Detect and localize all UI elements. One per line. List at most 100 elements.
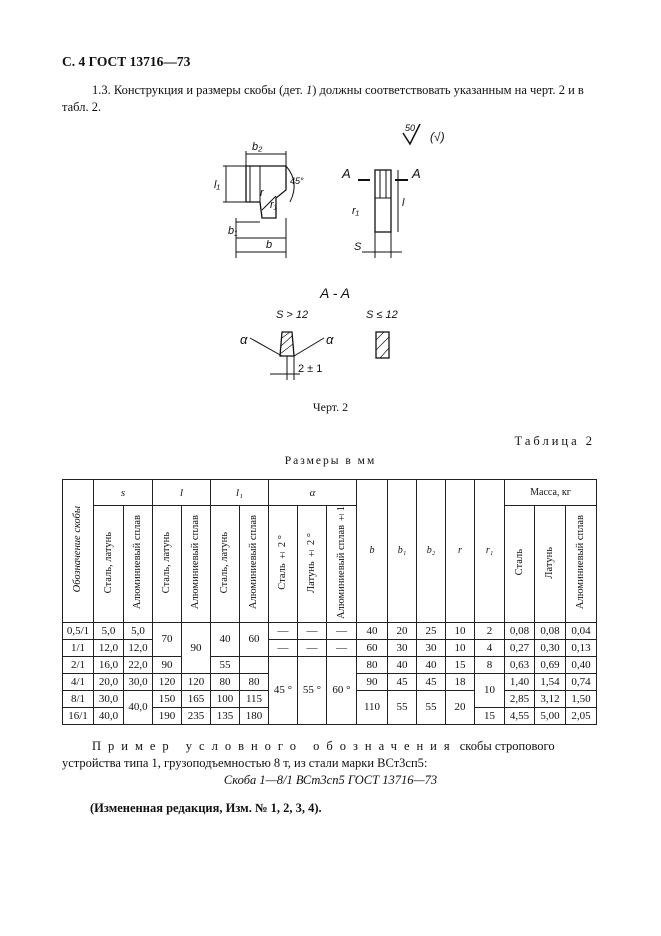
- roughness-mark: [402, 123, 421, 146]
- table-cell: 1/1: [62, 638, 94, 657]
- amendment-note: (Измененная редакция, Изм. № 1, 2, 3, 4)…: [90, 801, 322, 815]
- header-l: l: [152, 479, 211, 506]
- table-cell: 15: [445, 655, 475, 674]
- table-cell: 150: [152, 689, 182, 708]
- header-b1: b₁: [387, 479, 417, 623]
- table-cell: 60: [356, 638, 388, 657]
- table-cell: 55: [416, 689, 446, 725]
- label-s-gt-12: S > 12: [276, 309, 308, 321]
- example-text: скобы стропового устройства типа 1, груз…: [62, 739, 555, 770]
- label-S: S: [354, 241, 362, 253]
- header-alpha: α: [268, 479, 357, 506]
- table-cell: 30,0: [93, 689, 124, 708]
- table-cell: 45 °: [268, 655, 298, 725]
- table-cell: 25: [416, 621, 446, 640]
- table-cell: 16/1: [62, 706, 94, 725]
- front-view: b₂ l₁ 45° r r₁ b₁ b: [214, 141, 304, 258]
- table-cell: 2: [474, 621, 505, 640]
- label-A-left: A: [341, 166, 351, 181]
- table-cell: —: [268, 638, 298, 657]
- table-cell: 20: [445, 689, 475, 725]
- table-cell: 0,27: [504, 638, 535, 657]
- sub-s-steel-brass: Сталь, латунь: [93, 505, 124, 623]
- section-title: A - A: [319, 285, 350, 301]
- example-paragraph: Пример условного обозначения скобы строп…: [62, 738, 607, 772]
- table-cell: 80: [210, 672, 240, 691]
- section-right: [375, 331, 390, 359]
- dimensions-table: Обозначение скобы s l l₁ α b b₁ b₂ r r₁ …: [62, 479, 597, 725]
- table-cell: 0,08: [534, 621, 566, 640]
- table-title: Размеры в мм: [284, 455, 377, 467]
- label-l1: l₁: [214, 179, 220, 191]
- table-cell: 135: [210, 706, 240, 725]
- table-cell: 4: [474, 638, 505, 657]
- sub-mass-alu: Алюминиевый сплав: [565, 505, 597, 623]
- side-view: A A r₁ l S: [341, 166, 421, 258]
- table-cell: 5,0: [123, 621, 153, 640]
- table-cell: 30: [416, 638, 446, 657]
- sub-mass-brass: Латунь: [534, 505, 566, 623]
- table-cell: 2,85: [504, 689, 535, 708]
- label-l: l: [402, 197, 405, 209]
- table-cell: 0,04: [565, 621, 597, 640]
- label-alpha-left: α: [240, 332, 248, 347]
- sub-alpha-alu: Алюминиевый сплав ±1: [326, 505, 357, 623]
- label-b: b: [266, 239, 272, 251]
- table-cell: 80: [239, 672, 269, 691]
- table-cell: 80: [356, 655, 388, 674]
- header-mass: Масса, кг: [504, 479, 597, 506]
- intro-part-number: 1: [305, 83, 313, 97]
- table-cell: 10: [474, 672, 505, 708]
- sub-l-steel-brass: Сталь, латунь: [152, 505, 182, 623]
- table-cell: 40: [210, 621, 240, 657]
- label-tolerance: 2 ± 1: [298, 363, 322, 375]
- roughness-paren: (√): [430, 130, 445, 144]
- table-cell: 20,0: [93, 672, 124, 691]
- table-cell: 5,00: [534, 706, 566, 725]
- header-l1: l₁: [210, 479, 269, 506]
- header-r1: r₁: [474, 479, 505, 623]
- table-cell: 70: [152, 621, 182, 657]
- table-cell: 0,69: [534, 655, 566, 674]
- table-cell: 10: [445, 638, 475, 657]
- section-left: α α 2 ± 1: [240, 331, 334, 380]
- sub-l1-steel-brass: Сталь, латунь: [210, 505, 240, 623]
- header-b: b: [356, 479, 388, 623]
- table-cell: 0,30: [534, 638, 566, 657]
- table-cell: 40,0: [93, 706, 124, 725]
- header-designation: Обозначение скобы: [62, 479, 94, 623]
- table-cell: —: [268, 621, 298, 640]
- label-s-le-12: S ≤ 12: [366, 309, 398, 321]
- sub-alpha-brass: Латунь ± 2 °: [297, 505, 327, 623]
- figure-caption: Черт. 2: [312, 400, 349, 414]
- table-cell: —: [326, 638, 357, 657]
- label-r: r: [260, 187, 265, 199]
- table-cell: 110: [356, 689, 388, 725]
- label-A-right: A: [411, 166, 421, 181]
- table-cell: 40: [356, 621, 388, 640]
- intro-paragraph: 1.3. Конструкция и размеры скобы (дет. 1…: [62, 82, 607, 116]
- table-cell: 20: [387, 621, 417, 640]
- table-cell: 0,63: [504, 655, 535, 674]
- table-cell: 55: [387, 689, 417, 725]
- sub-alpha-steel: Сталь ± 2 °: [268, 505, 298, 623]
- header-b2: b₂: [416, 479, 446, 623]
- table-cell: 30: [387, 638, 417, 657]
- table-cell: 4,55: [504, 706, 535, 725]
- table-cell: 18: [445, 672, 475, 691]
- roughness-value: 50: [405, 123, 415, 133]
- table-cell: 60: [239, 621, 269, 657]
- table-cell: 0,74: [565, 672, 597, 691]
- table-label: Таблица 2: [514, 434, 595, 448]
- table-cell: 15: [474, 706, 505, 725]
- label-b1: b₁: [228, 225, 238, 237]
- table-cell: 235: [181, 706, 211, 725]
- table-cell: 2,05: [565, 706, 597, 725]
- table-cell: 180: [239, 706, 269, 725]
- table-cell: 22,0: [123, 655, 153, 674]
- table-cell: 90: [356, 672, 388, 691]
- table-cell: 8: [474, 655, 505, 674]
